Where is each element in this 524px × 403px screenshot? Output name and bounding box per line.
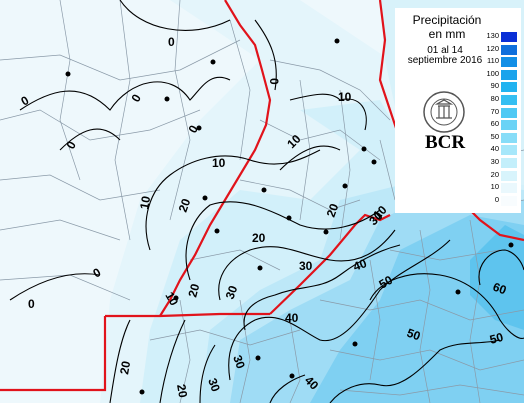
contour-label: 40	[285, 311, 299, 325]
contour-label: 10	[137, 195, 153, 211]
province-boundaries	[0, 0, 524, 392]
legend-tick-label: 120	[486, 43, 499, 53]
bcr-logo-text: BCR	[424, 132, 466, 153]
contour-label: 20	[176, 196, 194, 214]
legend-tick-label: 50	[490, 131, 499, 141]
contour-label: 30	[230, 353, 248, 371]
contour-label: 0	[128, 91, 144, 104]
bcr-seal-logo	[423, 91, 465, 133]
contour-label: 10	[338, 90, 352, 104]
contour-label: 60	[491, 280, 509, 298]
legend-panel: Precipitación en mm 01 al 14 septiembre …	[395, 8, 521, 213]
contour-label: 10	[162, 290, 181, 309]
legend-swatch	[501, 57, 517, 68]
boundary-santa-fe-west	[159, 0, 272, 317]
contour-label: 20	[324, 201, 342, 219]
legend-unit: en mm	[428, 27, 466, 41]
legend-tick-label: 100	[486, 68, 499, 78]
contour-label: 0	[28, 297, 35, 311]
legend-swatch	[501, 44, 517, 55]
isohyet-contours	[9, 0, 524, 403]
legend-swatch	[501, 32, 517, 42]
legend-tick-label: 0	[494, 194, 499, 204]
boundary-south	[105, 312, 270, 318]
legend-swatch	[501, 82, 517, 93]
contour-label: 0	[168, 35, 175, 49]
contour-label: 0	[19, 93, 32, 109]
contour-label: 30	[223, 283, 241, 301]
legend-swatch	[501, 95, 517, 105]
legend-tick-label: 40	[490, 144, 499, 154]
legend-swatch	[501, 158, 517, 168]
contour-label: 20	[252, 231, 266, 245]
legend-tick-label: 130	[486, 31, 499, 40]
legend-swatch	[501, 120, 517, 131]
legend-tick-label: 90	[490, 81, 499, 91]
legend-swatch	[501, 195, 517, 206]
contour-label: 10	[212, 156, 226, 170]
legend-tick-label: 80	[490, 94, 499, 103]
legend-swatch	[501, 170, 517, 181]
contour-label: 20	[174, 383, 190, 399]
legend-date-range: 01 al 14	[427, 45, 463, 56]
contour-labels: 0 0 0 0 0 0 0 0 10 10 10 10 20 20 20 20 …	[19, 35, 509, 399]
legend-swatch	[501, 69, 517, 80]
contour-label: 30	[205, 376, 223, 394]
contour-label: 40	[351, 256, 369, 274]
legend-date-month: septiembre 2016	[407, 55, 483, 66]
legend-tick-label: 70	[490, 106, 499, 116]
legend-tick-label: 10	[490, 182, 499, 192]
boundary-left-vertical	[0, 316, 107, 392]
precip-band-60	[470, 225, 524, 330]
contour-label: 30	[299, 259, 313, 273]
contour-label: 20	[185, 282, 202, 299]
legend-tick-label: 60	[490, 119, 499, 129]
legend-tick-label: 30	[490, 157, 499, 166]
contour-label: 0	[267, 78, 281, 85]
legend-swatch	[501, 107, 517, 118]
boundary-diagonal-bsas	[269, 213, 391, 315]
contour-label: 20	[117, 360, 133, 376]
legend-swatch	[501, 132, 517, 143]
contour-label: 50	[377, 273, 396, 292]
legend-tick-label: 110	[487, 56, 499, 66]
legend-swatch	[501, 145, 517, 156]
contour-label: 50	[405, 326, 423, 344]
legend-title: Precipitación	[412, 13, 482, 27]
contour-label: 0	[91, 265, 104, 281]
legend-swatch	[501, 183, 517, 194]
legend-tick-label: 20	[490, 169, 499, 179]
contour-label: 50	[488, 330, 505, 347]
